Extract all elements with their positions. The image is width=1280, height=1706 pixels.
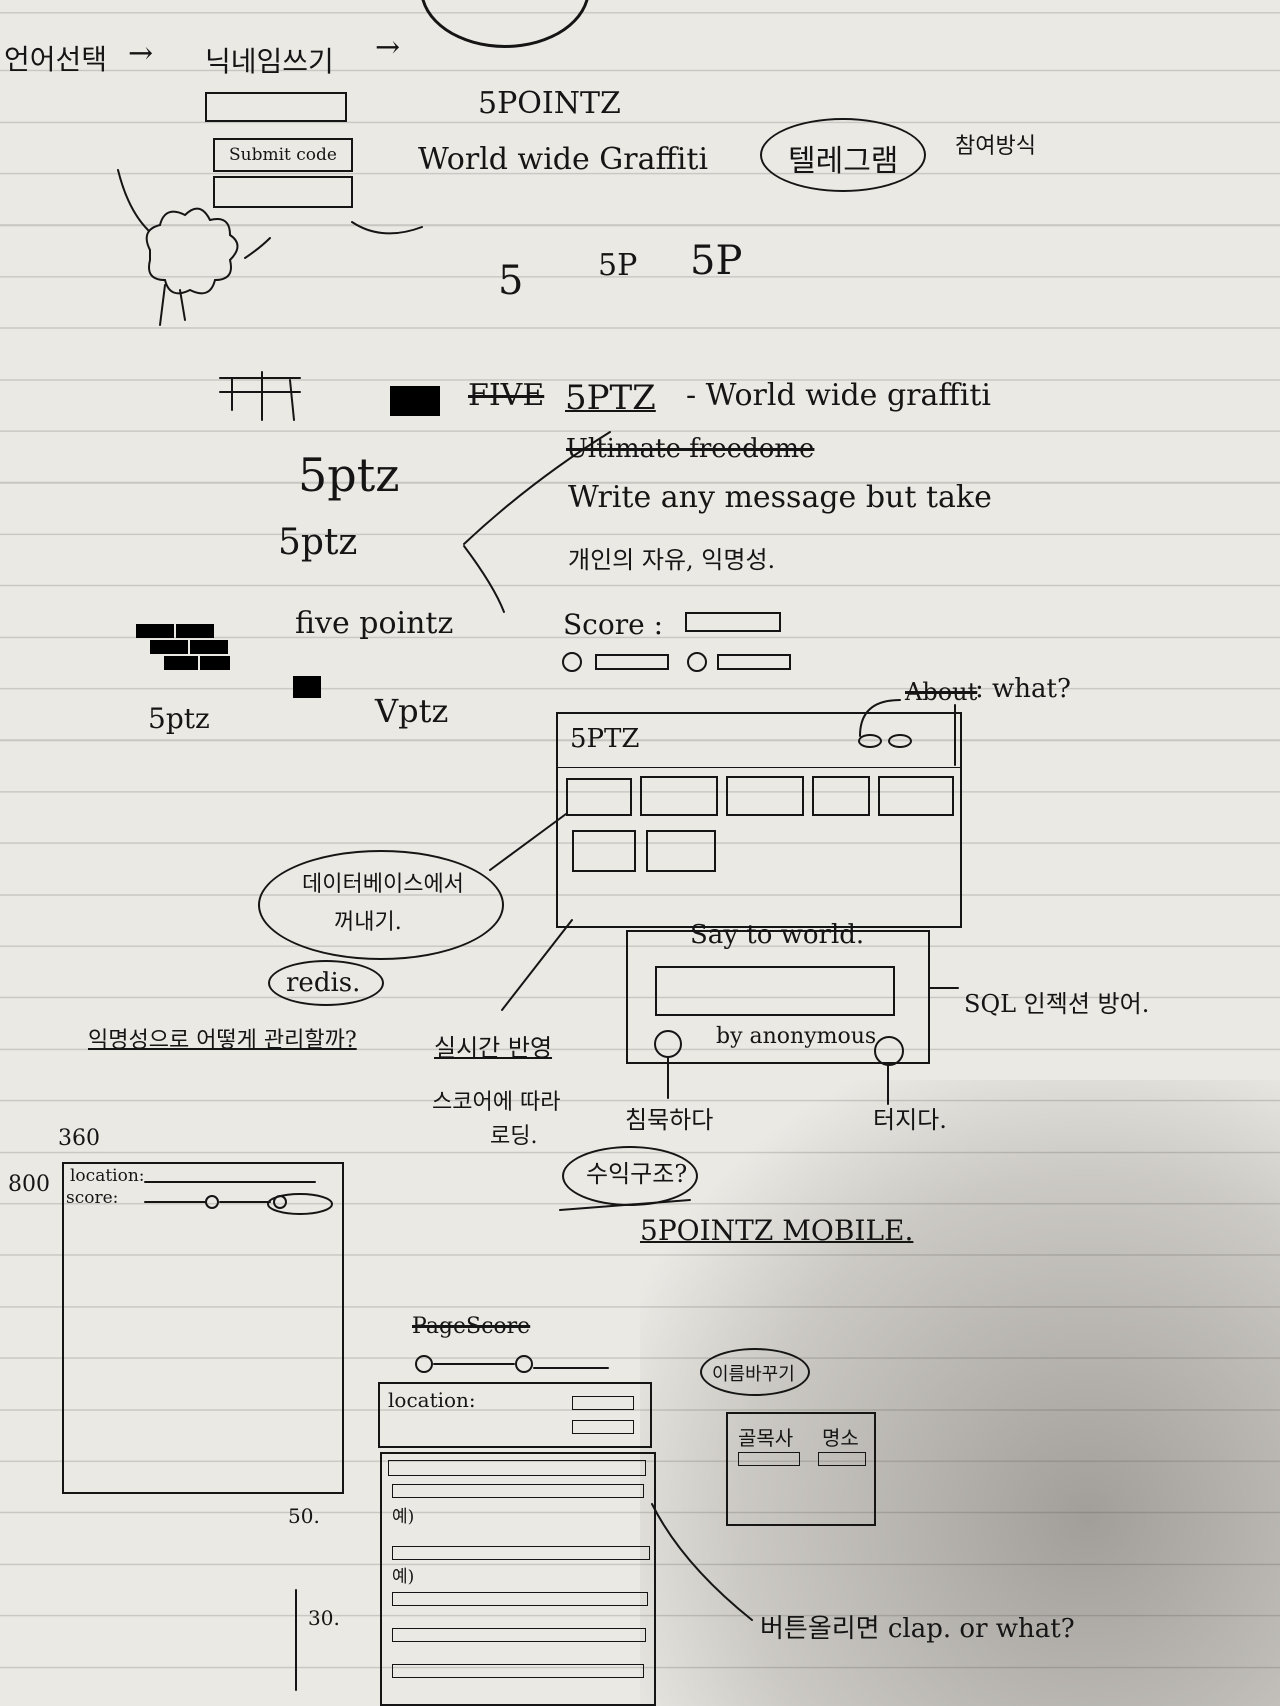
logo-sketch-c: 5P: [690, 238, 743, 284]
logo-sketch-g: 5ptz: [148, 702, 210, 735]
flow-step-language: 언어선택: [4, 43, 108, 76]
feed-item-bar[interactable]: [392, 1664, 644, 1678]
burst-button[interactable]: [874, 1036, 904, 1066]
flow-arrow-2: →: [375, 30, 401, 65]
strike-freedome: Ultimate freedome: [566, 434, 815, 464]
db-bubble-line1: 데이터베이스에서: [302, 872, 464, 897]
strike-five: FIVE: [468, 378, 545, 413]
graffiti-card[interactable]: [878, 776, 954, 816]
category-col2: 명소: [822, 1426, 859, 1450]
graffiti-card[interactable]: [726, 776, 804, 816]
silence-note: 침묵하다: [625, 1106, 714, 1134]
category-panel: [726, 1412, 876, 1526]
mobile-location-field[interactable]: [572, 1396, 634, 1410]
mobile-location-field[interactable]: [572, 1420, 634, 1434]
phone-width: 360: [58, 1126, 100, 1151]
web-mock-header: [556, 712, 962, 768]
score-based-1: 스코어에 따라: [432, 1090, 561, 1115]
graffiti-card[interactable]: [566, 778, 632, 816]
header-button-1[interactable]: [858, 734, 882, 748]
header-button-2[interactable]: [888, 734, 912, 748]
rename-label: 이름바꾸기: [712, 1364, 795, 1385]
feed-item-label: 예): [392, 1507, 415, 1527]
db-bubble-line2: 꺼내기.: [334, 910, 402, 935]
mobile-score: Score: [466, 1314, 531, 1339]
nickname-input[interactable]: [205, 92, 347, 122]
feed-item-label: 예): [392, 1567, 415, 1587]
headline-line1: Write any message but take: [568, 480, 992, 515]
redis-bubble: [268, 960, 384, 1006]
feed-item-bar[interactable]: [392, 1592, 648, 1606]
headline-subtitle: - World wide graffiti: [686, 378, 991, 413]
submit-code-button[interactable]: Submit code: [213, 138, 353, 172]
graffiti-card[interactable]: [640, 776, 718, 816]
phone-location: location:: [70, 1166, 145, 1186]
feed-toolbar: [388, 1460, 646, 1476]
about-label: About: [905, 678, 978, 706]
logo-sketch-b: 5P: [598, 248, 638, 283]
logo-sketch-a: 5: [498, 258, 524, 304]
logo-sketch-d: 5ptz: [298, 448, 400, 502]
message-input[interactable]: [655, 966, 895, 1016]
logo-sketch-f: five pointz: [295, 606, 454, 641]
phone-score: score:: [66, 1188, 119, 1208]
realtime-note: 실시간 반영: [434, 1034, 553, 1062]
headline-title: 5PTZ: [565, 378, 656, 418]
scale-30: 30.: [308, 1606, 340, 1630]
category-col1: 골목사: [738, 1426, 794, 1450]
revenue-note: 수익구조?: [586, 1160, 688, 1188]
web-mock-title: 5PTZ: [570, 724, 640, 754]
feed-item-bar[interactable]: [392, 1628, 646, 1642]
by-label: by anonymous: [716, 1024, 877, 1049]
blank-input[interactable]: [213, 176, 353, 208]
redis-label: redis.: [286, 968, 361, 998]
graffiti-card[interactable]: [646, 830, 716, 872]
category-field[interactable]: [738, 1452, 800, 1466]
scale-50: 50.: [288, 1504, 320, 1528]
what-label: : what?: [975, 674, 1071, 704]
phone-frame: [62, 1162, 344, 1494]
brand-tagline: World wide Graffiti: [418, 142, 709, 177]
headline-line2: 개인의 자유, 익명성.: [568, 546, 776, 574]
telegram-bubble: [760, 118, 926, 192]
flow-arrow-1: →: [128, 36, 154, 71]
telegram-bubble-label: 텔레그램: [788, 144, 899, 179]
logo-sketch-e: 5ptz: [278, 522, 358, 563]
mobile-strike-page: Page: [412, 1314, 467, 1339]
brand-title: 5POINTZ: [478, 86, 621, 121]
telegram-note: 참여방식: [955, 134, 1036, 159]
rename-bubble: [700, 1348, 810, 1396]
category-field[interactable]: [818, 1452, 866, 1466]
say-label: Say to world.: [690, 920, 865, 950]
say-panel: [626, 930, 930, 1064]
score-based-2: 로딩.: [490, 1124, 538, 1149]
mobile-title: 5POINTZ MOBILE.: [640, 1214, 914, 1247]
submit-code-label: Submit code: [229, 145, 337, 165]
flow-step-nickname: 닉네임쓰기: [205, 45, 334, 78]
mobile-location: location:: [388, 1388, 476, 1412]
anon-question: 익명성으로 어떻게 관리할까?: [88, 1028, 357, 1053]
db-bubble: [258, 850, 504, 960]
score-field: [685, 612, 781, 632]
silence-button[interactable]: [654, 1030, 682, 1058]
burst-note: 터지다.: [873, 1106, 947, 1134]
graffiti-card[interactable]: [812, 776, 870, 816]
mobile-location-bar: [378, 1382, 652, 1448]
logo-sketch-h: Vptz: [375, 692, 449, 730]
feed-item-bar[interactable]: [392, 1484, 644, 1498]
score-label: Score :: [563, 608, 664, 641]
sql-note: SQL 인젝션 방어.: [964, 990, 1150, 1018]
feed-item-bar[interactable]: [392, 1546, 650, 1560]
phone-height: 800: [8, 1172, 50, 1197]
graffiti-card[interactable]: [572, 830, 636, 872]
drag-note: 버튼올리면 clap. or what?: [760, 1614, 1075, 1644]
